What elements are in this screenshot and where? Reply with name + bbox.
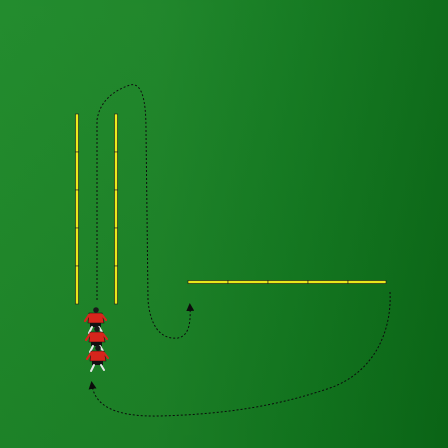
ladder-rung — [307, 280, 349, 284]
ladder-vertical-right — [114, 113, 118, 305]
run-path-through-ladders — [96, 84, 195, 339]
ladder-rung — [114, 189, 118, 229]
ladder-rung — [114, 265, 118, 305]
ladder-rung — [75, 189, 79, 229]
ladder-horizontal — [187, 280, 387, 284]
ladder-rung — [187, 280, 229, 284]
player — [85, 345, 110, 372]
ladder-rung — [114, 227, 118, 267]
player — [84, 326, 109, 353]
ladder-rung — [75, 265, 79, 305]
ladder-rung — [267, 280, 309, 284]
ladder-rung — [75, 113, 79, 153]
ladder-rung — [114, 113, 118, 153]
ladder-rung — [227, 280, 269, 284]
ladder-vertical-left — [75, 113, 79, 305]
ladder-rung — [347, 280, 387, 284]
ladder-rung — [114, 151, 118, 191]
ladder-rung — [75, 151, 79, 191]
run-path-return — [88, 291, 391, 417]
player — [83, 307, 108, 334]
ladder-rung — [75, 227, 79, 267]
